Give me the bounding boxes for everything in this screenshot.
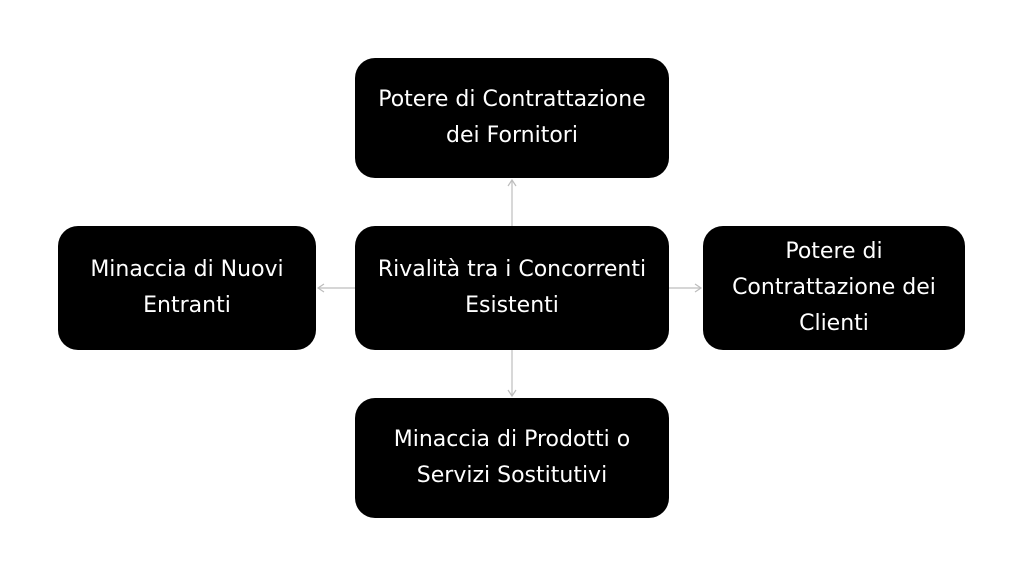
arrowhead-top xyxy=(507,178,517,187)
node-new-entrants: Minaccia di Nuovi Entranti xyxy=(58,226,316,350)
node-competitive-rivalry: Rivalità tra i Concorrenti Esistenti xyxy=(355,226,669,350)
node-buyer-power: Potere di Contrattazione dei Clienti xyxy=(703,226,965,350)
node-supplier-power-label: Potere di Contrattazione dei Fornitori xyxy=(378,87,646,148)
arrowhead-bottom xyxy=(507,389,517,398)
arrowhead-right xyxy=(694,283,703,293)
node-substitutes: Minaccia di Prodotti o Servizi Sostituti… xyxy=(355,398,669,518)
node-supplier-power: Potere di Contrattazione dei Fornitori xyxy=(355,58,669,178)
node-new-entrants-label: Minaccia di Nuovi Entranti xyxy=(90,257,284,318)
node-buyer-power-label: Potere di Contrattazione dei Clienti xyxy=(732,239,936,336)
node-substitutes-label: Minaccia di Prodotti o Servizi Sostituti… xyxy=(393,427,631,488)
node-competitive-rivalry-label: Rivalità tra i Concorrenti Esistenti xyxy=(377,257,647,318)
arrowhead-left xyxy=(316,283,325,293)
